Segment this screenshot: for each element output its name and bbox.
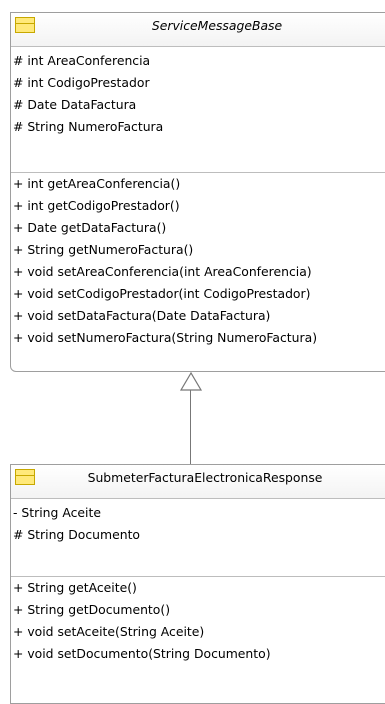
attributes-compartment: - String Aceite # String Documento <box>11 499 385 577</box>
method: + void setDocumento(String Documento) <box>13 646 271 661</box>
class-box-servicemessagebase[interactable]: ServiceMessageBase # int AreaConferencia… <box>10 12 385 372</box>
class-name: SubmeterFacturaElectronicaResponse <box>87 470 323 485</box>
method: + String getDocumento() <box>13 602 171 617</box>
methods-compartment: + String getAceite() + String getDocumen… <box>11 577 385 665</box>
class-header: ServiceMessageBase <box>11 13 385 47</box>
method: + void setNumeroFactura(String NumeroFac… <box>13 330 318 345</box>
class-icon <box>15 17 35 33</box>
methods-compartment: + int getAreaConferencia() + int getCodi… <box>11 173 385 349</box>
attribute: # Date DataFactura <box>13 97 137 112</box>
attribute: - String Aceite <box>13 505 101 520</box>
method: + int getAreaConferencia() <box>13 176 181 191</box>
method: + String getNumeroFactura() <box>13 242 194 257</box>
method: + void setCodigoPrestador(int CodigoPres… <box>13 286 311 301</box>
method: + String getAceite() <box>13 580 137 595</box>
class-icon <box>15 469 35 485</box>
class-name: ServiceMessageBase <box>151 18 283 33</box>
attribute: # int AreaConferencia <box>13 53 151 68</box>
inheritance-arrow-icon <box>179 372 203 391</box>
attribute: # String Documento <box>13 527 141 542</box>
attributes-compartment: # int AreaConferencia # int CodigoPresta… <box>11 47 385 173</box>
inheritance-connector <box>190 390 191 464</box>
method: + int getCodigoPrestador() <box>13 198 180 213</box>
attribute: # int CodigoPrestador <box>13 75 150 90</box>
method: + void setAreaConferencia(int AreaConfer… <box>13 264 312 279</box>
method: + Date getDataFactura() <box>13 220 167 235</box>
class-box-submeterfacturaelectronicaresponse[interactable]: SubmeterFacturaElectronicaResponse - Str… <box>10 464 385 704</box>
attribute: # String NumeroFactura <box>13 119 164 134</box>
class-header: SubmeterFacturaElectronicaResponse <box>11 465 385 499</box>
method: + void setAceite(String Aceite) <box>13 624 205 639</box>
method: + void setDataFactura(Date DataFactura) <box>13 308 271 323</box>
